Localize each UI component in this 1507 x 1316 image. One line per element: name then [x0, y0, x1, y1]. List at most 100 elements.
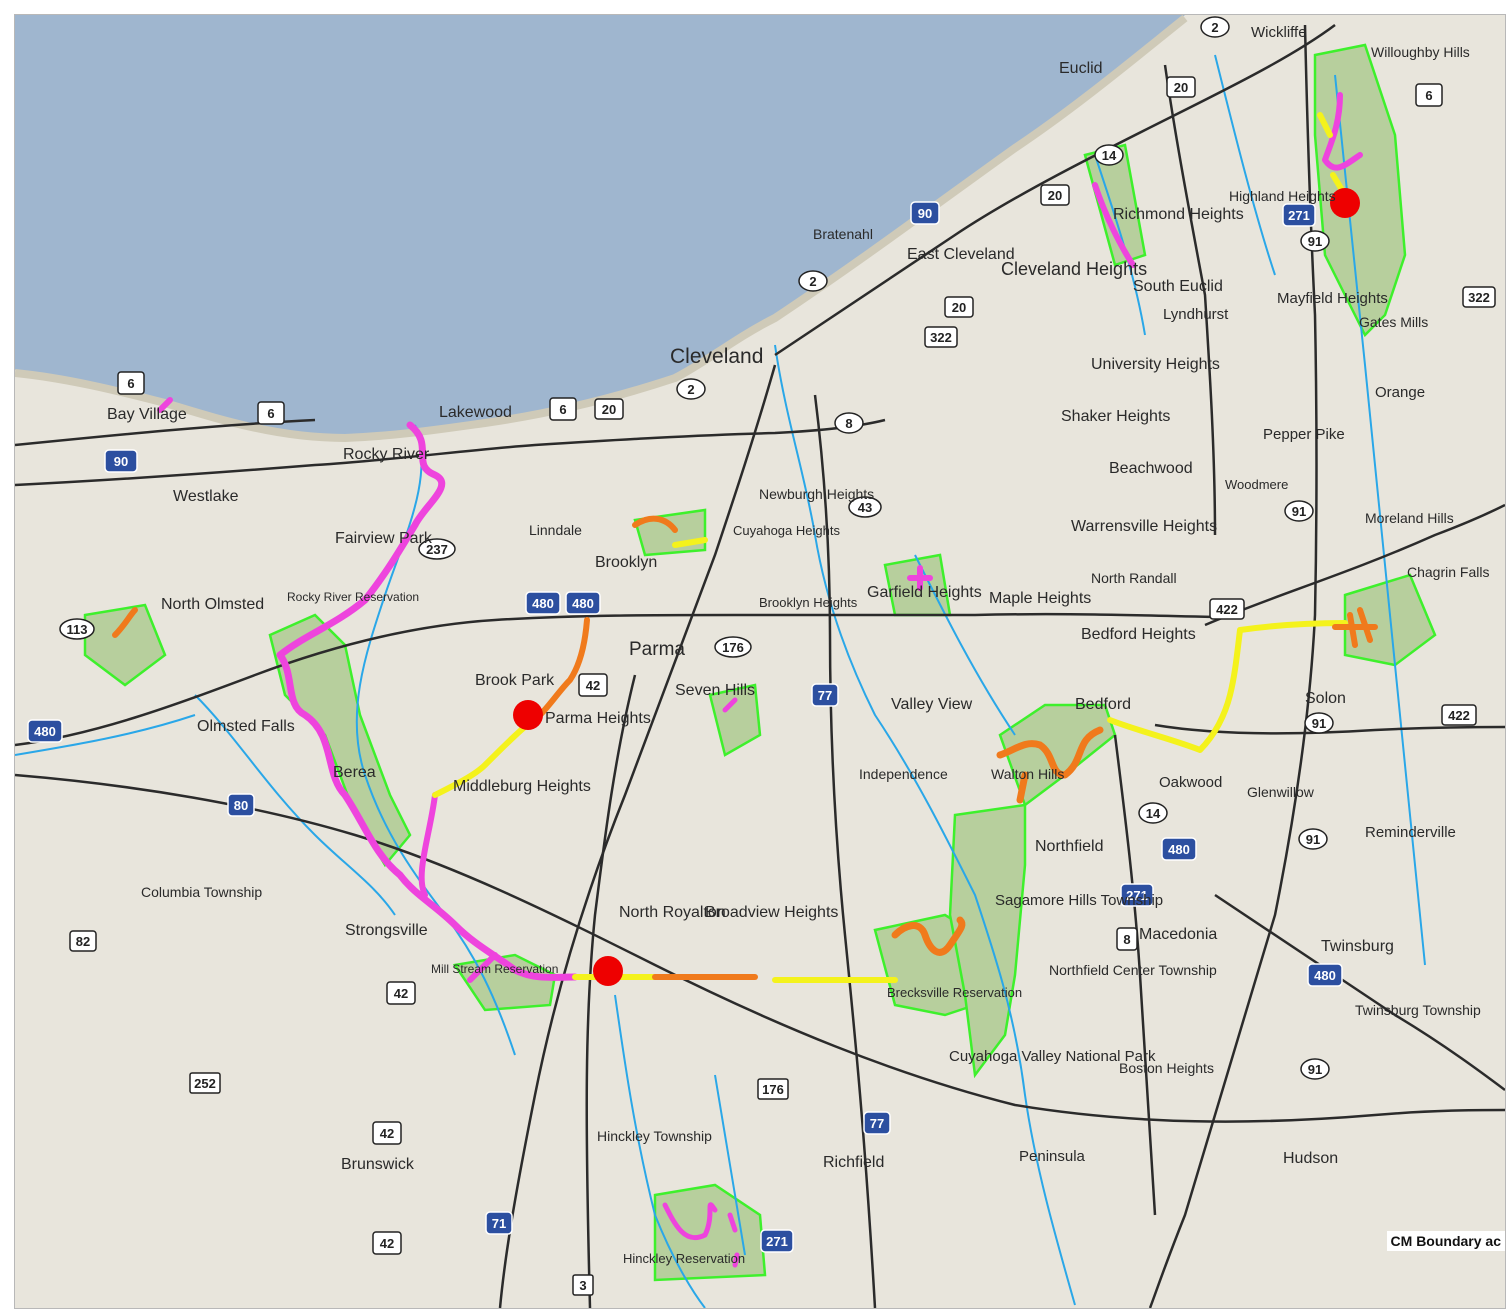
svg-text:42: 42 [586, 678, 600, 693]
label-olmsted-falls: Olmsted Falls [197, 718, 295, 735]
map-canvas[interactable]: 2 20 90 6 271 91 322 322 [15, 15, 1505, 1308]
shield-us422-east: 422 [1441, 704, 1477, 726]
marker-mayfield[interactable] [1330, 188, 1360, 218]
svg-text:2: 2 [809, 274, 816, 289]
shield-sr91-woodmere: 91 [1284, 500, 1314, 522]
park-big-creek [708, 683, 762, 757]
label-bratenahl: Bratenahl [813, 226, 873, 242]
label-solon: Solon [1305, 690, 1346, 707]
shield-i77-north: 77 [811, 683, 839, 707]
trail-mill-stream-spur [467, 952, 498, 983]
label-bay-village: Bay Village [107, 406, 187, 423]
label-highland-heights: Highland Heights [1229, 188, 1336, 204]
label-mayfield-heights: Mayfield Heights [1277, 290, 1388, 307]
svg-text:20: 20 [1174, 80, 1188, 95]
label-pepper-pike: Pepper Pike [1263, 426, 1345, 443]
trail-brookside-orange [632, 515, 678, 533]
shield-sr91-south: 91 [1300, 1058, 1330, 1080]
label-westlake: Westlake [173, 488, 239, 505]
label-middleburg-heights: Middleburg Heights [453, 778, 591, 795]
shoreline [15, 15, 1188, 443]
svg-text:176: 176 [762, 1082, 784, 1097]
trail-rocky-river-branch [418, 792, 438, 898]
trail-bedford-solon [1107, 620, 1348, 753]
label-shaker-heights: Shaker Heights [1061, 408, 1170, 425]
trail-north-chagrin [1322, 92, 1363, 171]
shield-us6-bay: 6 [117, 371, 145, 395]
trail-seven-hills [722, 697, 738, 713]
shield-us20-richmond: 20 [1040, 184, 1070, 206]
label-valley-view: Valley View [891, 696, 973, 713]
shield-sr176-parma: 176 [714, 636, 752, 658]
marker-north-royalton[interactable] [593, 956, 623, 986]
hwy-rt8 [1113, 734, 1157, 1216]
label-chagrin-falls: Chagrin Falls [1407, 564, 1489, 580]
shield-i90-east: 90 [910, 201, 940, 225]
trail-brookside-yellow [672, 537, 708, 548]
label-glenwillow: Glenwillow [1247, 784, 1315, 800]
shield-us42-brunswick: 42 [372, 1121, 402, 1145]
svg-text:8: 8 [1123, 932, 1130, 947]
trail-north-olmsted-orange [112, 607, 138, 638]
trail-bedford-orange [996, 726, 1104, 804]
label-university-heights: University Heights [1091, 356, 1220, 373]
shield-sr91-solon: 91 [1304, 712, 1334, 734]
place-labels: Cleveland Lakewood Bay Village Westlake … [107, 24, 1489, 1266]
shield-i271-south: 271 [1120, 883, 1154, 907]
label-brunswick: Brunswick [341, 1156, 415, 1173]
label-bedford: Bedford [1075, 696, 1131, 713]
label-maple-heights: Maple Heights [989, 590, 1091, 607]
svg-text:91: 91 [1312, 716, 1326, 731]
label-newburgh-heights: Newburgh Heights [759, 486, 874, 502]
label-northfield: Northfield [1035, 838, 1103, 855]
shield-i480-brookpark: 480 [525, 591, 561, 615]
shield-us20-lakewood: 20 [594, 398, 624, 420]
label-north-randall: North Randall [1091, 570, 1177, 586]
svg-text:90: 90 [918, 206, 932, 221]
shield-sr3: 3 [572, 1274, 594, 1296]
svg-text:252: 252 [194, 1076, 216, 1091]
svg-text:6: 6 [559, 402, 566, 417]
svg-text:71: 71 [492, 1216, 506, 1231]
trail-euclid-creek [1092, 182, 1136, 268]
marker-parma-heights[interactable] [513, 700, 543, 730]
label-parma-heights: Parma Heights [545, 710, 651, 727]
trails [112, 92, 1378, 1268]
shield-i77-south: 77 [863, 1111, 891, 1135]
shield-i480-northfield: 480 [1161, 837, 1197, 861]
svg-text:91: 91 [1308, 234, 1322, 249]
highways [15, 23, 1505, 1308]
hwy-i271 [1148, 24, 1318, 1308]
svg-text:480: 480 [1314, 968, 1336, 983]
shield-us20-east-cleveland: 20 [944, 296, 974, 318]
label-moreland-hills: Moreland Hills [1365, 510, 1454, 526]
shield-us42-strongsville: 42 [386, 981, 416, 1005]
label-macedonia: Macedonia [1139, 926, 1217, 943]
svg-text:176: 176 [722, 640, 744, 655]
hwy-i480 [15, 612, 1216, 747]
shield-sr43: 43 [848, 496, 882, 518]
shield-i271-north: 271 [1282, 203, 1316, 227]
trail-garfield [907, 565, 933, 591]
shield-sr91-north: 91 [1300, 230, 1330, 252]
label-willoughby-hills: Willoughby Hills [1371, 44, 1470, 60]
parks [83, 43, 1437, 1282]
label-fairview-park: Fairview Park [335, 530, 433, 547]
shield-i90-westlake: 90 [104, 449, 138, 473]
svg-text:2: 2 [687, 382, 694, 397]
highway-shields: 2 20 90 6 271 91 322 322 [27, 16, 1496, 1296]
shield-sr14: 14 [1138, 802, 1168, 824]
shield-sr237: 237 [418, 538, 456, 560]
svg-text:8: 8 [845, 416, 852, 431]
shield-sr8: 8 [834, 412, 864, 434]
label-linndale: Linndale [529, 522, 582, 538]
label-brooklyn-heights: Brooklyn Heights [759, 595, 858, 610]
hwy-i80-east [1214, 893, 1505, 1092]
label-hinckley-township: Hinckley Township [597, 1128, 712, 1144]
markers [513, 188, 1360, 986]
park-north-olmsted [83, 603, 167, 687]
svg-text:3: 3 [579, 1278, 586, 1293]
label-independence: Independence [859, 766, 948, 782]
svg-text:91: 91 [1306, 832, 1320, 847]
shield-sr2-cleveland: 2 [798, 270, 828, 292]
